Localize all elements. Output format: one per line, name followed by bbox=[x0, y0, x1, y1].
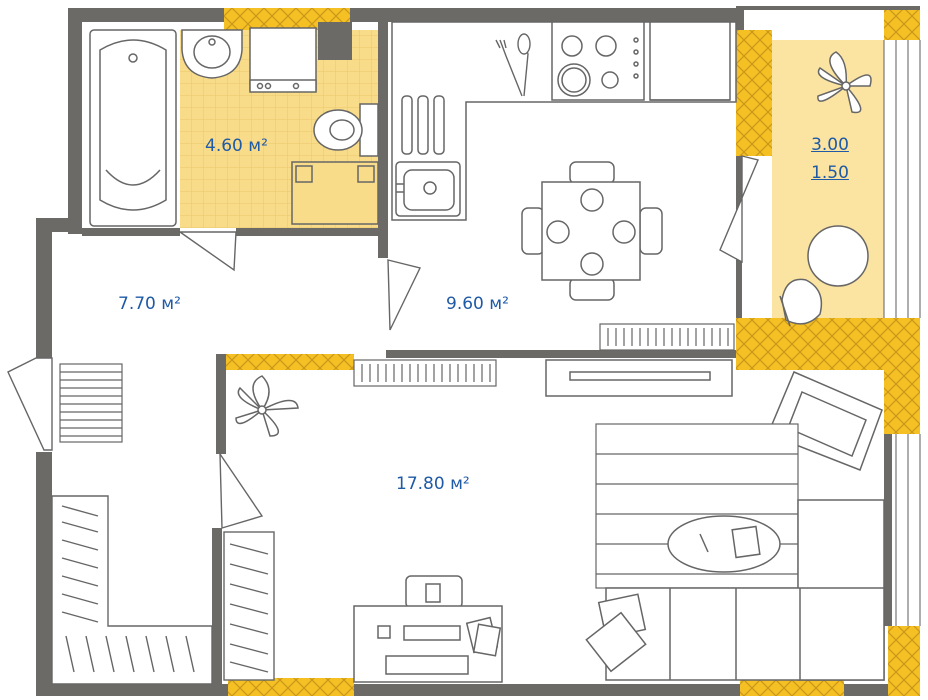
kitchen-area-label: 9.60 м² bbox=[446, 294, 509, 314]
hatch-balcony-left bbox=[736, 30, 772, 156]
bathroom-sink bbox=[181, 29, 243, 79]
armchair bbox=[767, 371, 883, 471]
balcony-door bbox=[719, 155, 759, 264]
bathroom-door bbox=[177, 231, 237, 272]
entrance-door bbox=[7, 357, 53, 451]
hatch-living-bottom-right bbox=[740, 678, 844, 696]
hatch-balcony-right bbox=[884, 6, 920, 40]
balcony-size-label-1: 3.00 bbox=[811, 135, 849, 155]
bathroom-area-label: 4.60 м² bbox=[205, 136, 268, 156]
doors bbox=[7, 155, 759, 529]
sofa bbox=[585, 499, 885, 681]
stove bbox=[551, 21, 645, 101]
living-door bbox=[219, 451, 264, 529]
bathtub bbox=[89, 29, 177, 227]
toilet bbox=[313, 103, 379, 157]
hatch-balcony-corner bbox=[884, 370, 920, 434]
dining-table bbox=[521, 161, 663, 301]
hatch-right-bottom bbox=[888, 626, 920, 696]
balcony-table bbox=[779, 225, 869, 327]
living-plant bbox=[235, 375, 299, 437]
radiator-living bbox=[353, 359, 497, 387]
hatch-living-top bbox=[224, 354, 354, 370]
hatch-living-bottom bbox=[228, 678, 354, 696]
balcony-size-label-2: 1.50 bbox=[811, 163, 849, 183]
washing-machine bbox=[249, 27, 317, 93]
hall-area-label: 7.70 м² bbox=[118, 294, 181, 314]
balcony-window-frame bbox=[883, 40, 921, 626]
desk bbox=[353, 575, 503, 683]
wardrobe bbox=[51, 495, 213, 685]
living-area-label: 17.80 м² bbox=[396, 474, 470, 494]
coffee-table bbox=[667, 515, 781, 573]
kitchen-utensils bbox=[495, 33, 531, 97]
kitchen-door bbox=[387, 259, 422, 331]
fridge bbox=[649, 21, 731, 101]
dish-rack bbox=[401, 95, 445, 155]
living-wardrobe bbox=[223, 531, 275, 681]
balcony-plant bbox=[817, 51, 872, 114]
tv-stand bbox=[545, 359, 733, 397]
radiator-kitchen bbox=[599, 323, 735, 351]
shower-tray bbox=[291, 161, 379, 225]
hatch-balcony-bottom bbox=[736, 318, 920, 370]
kitchen-sink bbox=[395, 161, 461, 217]
doormat bbox=[59, 363, 123, 443]
